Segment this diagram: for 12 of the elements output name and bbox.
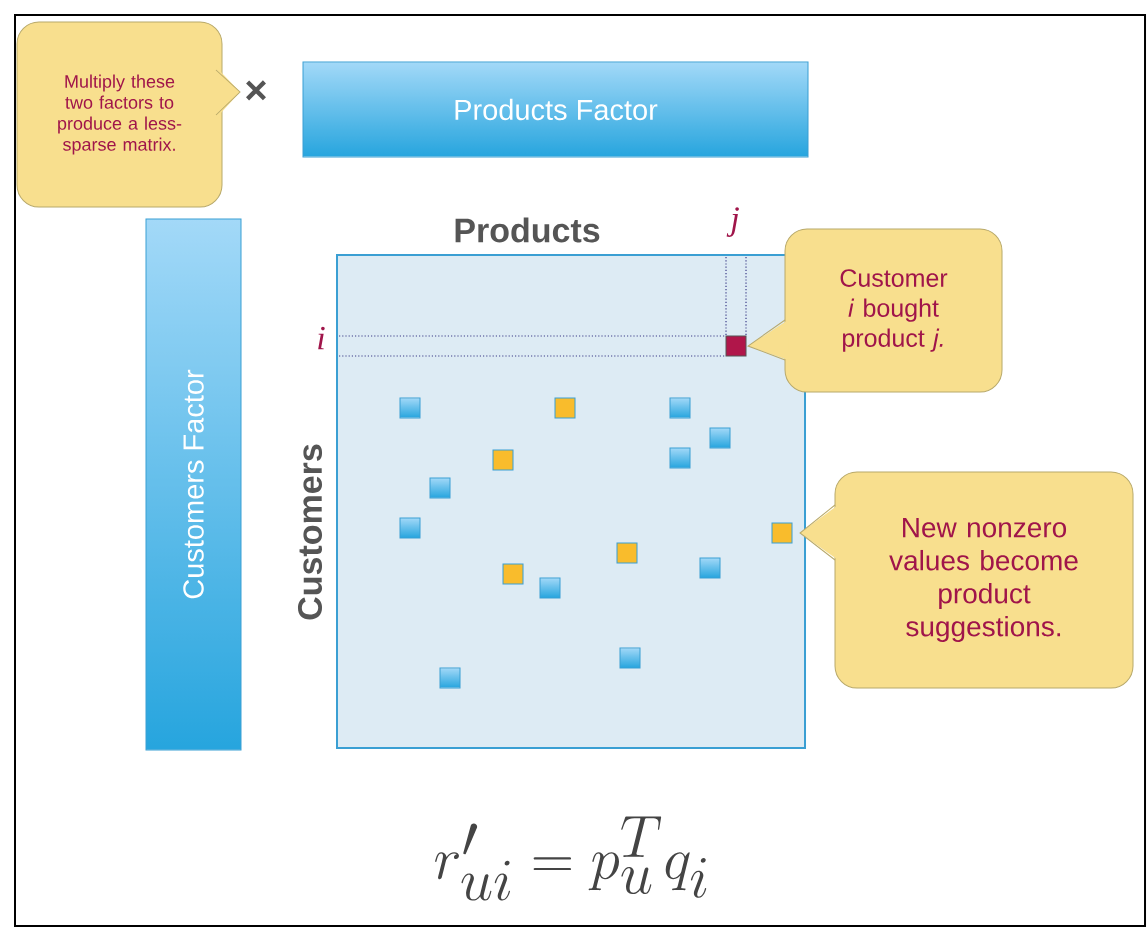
multiply-sign: × [246,80,266,101]
matrix-heading: Products [455,217,600,243]
factor-bar: Customers Factor [145,218,242,751]
callout-bubble: New nonzero values become product suggestions. [799,471,1134,689]
matrix-box [336,254,806,749]
callout-bubble: Multiply these two factors to produce a less-sparse matrix. [16,21,241,208]
index-label: i [318,326,325,350]
matrix-heading: Customers [297,444,323,620]
factor-bar: Products Factor [302,61,809,158]
callout-bubble: Customer i bought product j. [747,228,1003,393]
formula: $r'_{ui} = p_u^{T} q_i$ [435,816,707,901]
index-label: j [726,207,739,237]
